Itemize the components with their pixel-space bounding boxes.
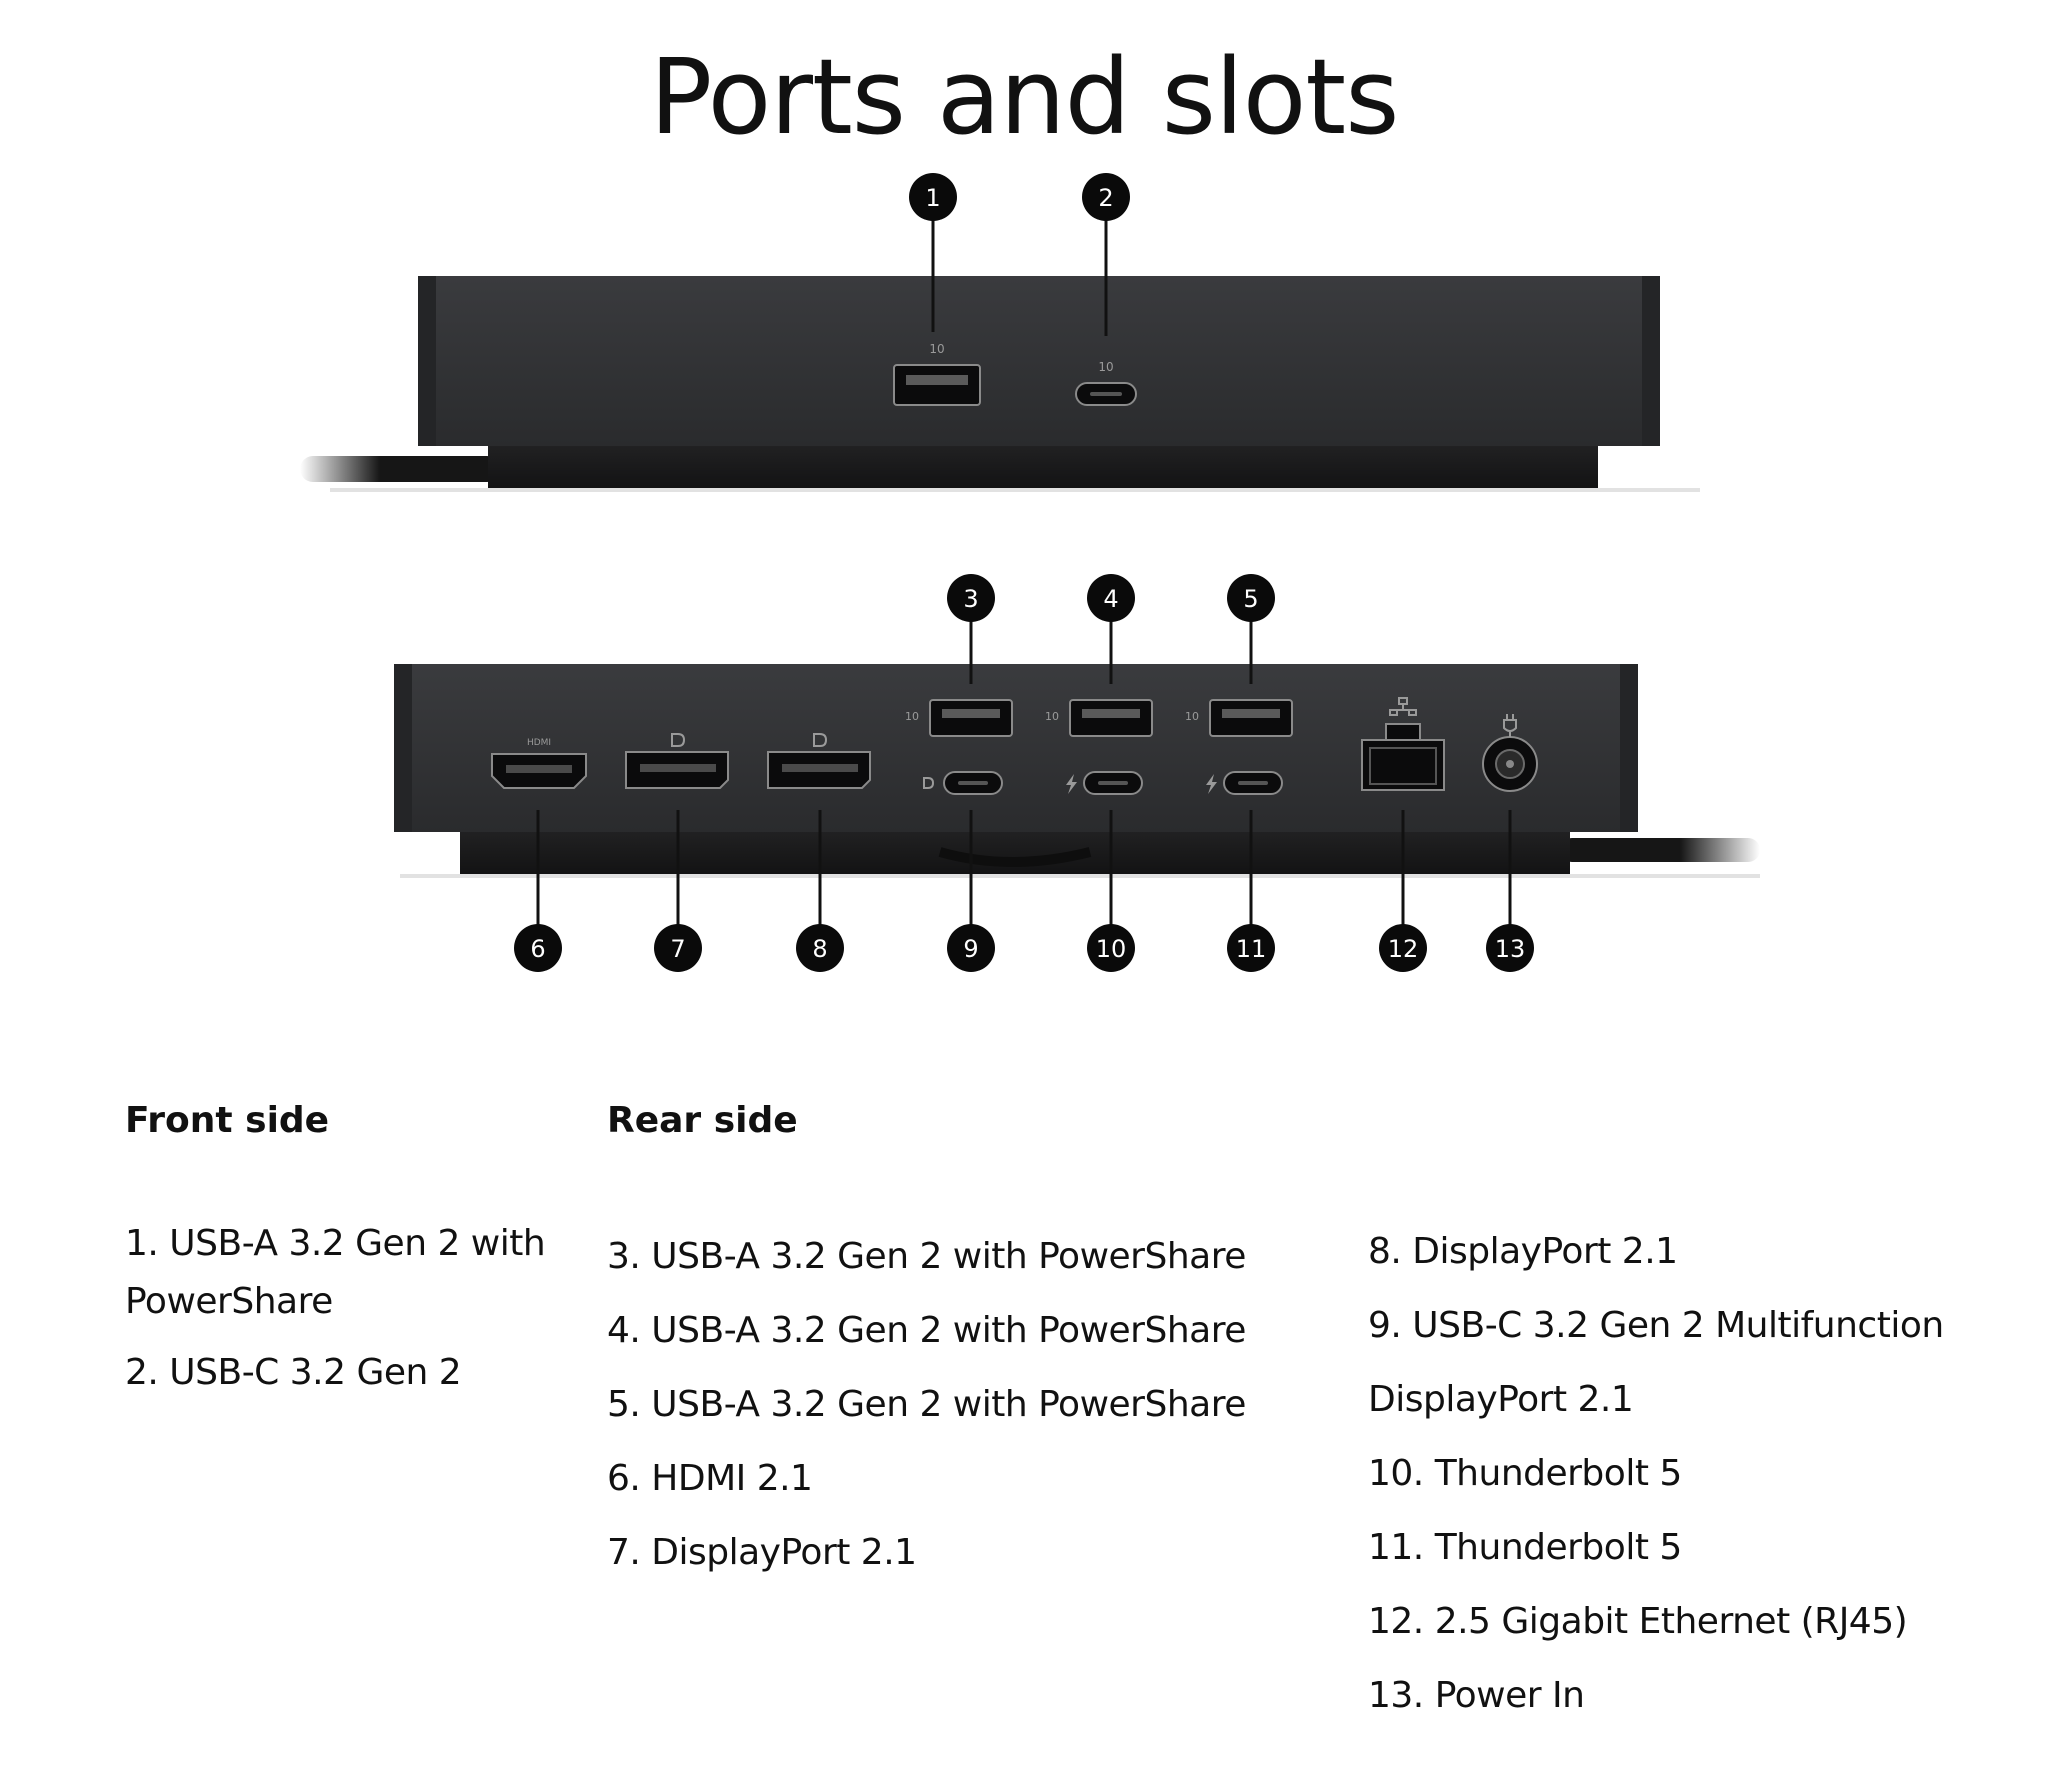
list-item: 10. Thunderbolt 5 [1368, 1453, 1682, 1494]
usb-a-port-5: 10 [1185, 699, 1293, 737]
svg-text:4: 4 [1103, 585, 1118, 613]
usb-c-port-11 [1206, 771, 1283, 795]
hdmi-label-mark: HDMI [527, 738, 551, 748]
svg-text:1: 1 [925, 184, 940, 212]
dock-rear-view: HDMI 10 10 10 [394, 574, 1760, 972]
front-usb-a-speed-mark: 10 [929, 342, 944, 356]
svg-text:10: 10 [1096, 935, 1127, 963]
list-item: 8. DisplayPort 2.1 [1368, 1231, 1678, 1272]
rear-port-list-1: 3. USB-A 3.2 Gen 2 with PowerShare 4. US… [607, 1220, 1307, 1590]
list-item: 4. USB-A 3.2 Gen 2 with PowerShare [607, 1310, 1246, 1351]
usb-speed-mark: 10 [1045, 710, 1059, 723]
list-item: 12. 2.5 Gigabit Ethernet (RJ45) [1368, 1601, 1908, 1642]
svg-text:8: 8 [812, 935, 827, 963]
callout-3: 3 [947, 574, 995, 622]
callout-2: 2 [1082, 173, 1130, 221]
usb-c-port-10 [1066, 771, 1143, 795]
usb-a-port-4: 10 [1045, 699, 1153, 737]
svg-text:6: 6 [530, 935, 545, 963]
list-item: 7. DisplayPort 2.1 [607, 1532, 917, 1573]
list-item: 9. USB-C 3.2 Gen 2 Multifunction Display… [1368, 1305, 1944, 1420]
list-item: 6. HDMI 2.1 [607, 1458, 813, 1499]
list-item: 13. Power In [1368, 1675, 1585, 1716]
front-usb-a-port: 10 [893, 342, 981, 406]
callout-5: 5 [1227, 574, 1275, 622]
dock-front-view: 10 10 1 2 [300, 173, 1700, 492]
front-edge-left [418, 276, 436, 446]
front-shadow [330, 488, 1700, 492]
callout-4: 4 [1087, 574, 1135, 622]
svg-text:13: 13 [1495, 935, 1526, 963]
svg-text:3: 3 [963, 585, 978, 613]
callout-10: 10 [1087, 924, 1135, 972]
power-plug-icon [1503, 714, 1517, 737]
rear-cable-arc [938, 847, 1092, 867]
rear-port-list-2: 8. DisplayPort 2.1 9. USB-C 3.2 Gen 2 Mu… [1368, 1215, 2048, 1733]
front-body [418, 276, 1660, 446]
list-item: 3. USB-A 3.2 Gen 2 with PowerShare [607, 1236, 1246, 1277]
callout-9: 9 [947, 924, 995, 972]
rear-side-heading: Rear side [607, 1100, 798, 1141]
svg-text:7: 7 [670, 935, 685, 963]
list-item: 11. Thunderbolt 5 [1368, 1527, 1682, 1568]
front-usb-c-speed-mark: 10 [1098, 360, 1113, 374]
thunderbolt-icon [1066, 774, 1077, 794]
callout-7: 7 [654, 924, 702, 972]
front-usb-c-port: 10 [1075, 360, 1137, 406]
callout-8: 8 [796, 924, 844, 972]
callout-1: 1 [909, 173, 957, 221]
callout-13: 13 [1486, 924, 1534, 972]
dock-diagram: 10 10 1 2 HDMI [300, 173, 1760, 972]
callout-12: 12 [1379, 924, 1427, 972]
power-in-port [1482, 714, 1538, 792]
hdmi-port: HDMI [491, 738, 587, 789]
rear-shadow [400, 874, 1760, 878]
usb-speed-mark: 10 [1185, 710, 1199, 723]
usb-speed-mark: 10 [905, 710, 919, 723]
front-port-list: 1. USB-A 3.2 Gen 2 with PowerShare 2. US… [125, 1215, 565, 1402]
usb-a-port-3: 10 [905, 699, 1013, 737]
displayport-port-7 [625, 733, 729, 789]
rear-edge-right [1620, 664, 1638, 832]
list-item: 2. USB-C 3.2 Gen 2 [125, 1352, 462, 1393]
callout-6: 6 [514, 924, 562, 972]
svg-text:12: 12 [1388, 935, 1419, 963]
displayport-port-8 [767, 733, 871, 789]
svg-text:11: 11 [1236, 935, 1267, 963]
rear-body [394, 664, 1638, 832]
svg-text:2: 2 [1098, 184, 1113, 212]
displayport-icon [923, 777, 935, 789]
displayport-icon [671, 733, 686, 747]
callout-11: 11 [1227, 924, 1275, 972]
ethernet-port [1361, 697, 1445, 791]
rear-base [460, 826, 1570, 876]
front-base [488, 440, 1598, 490]
rear-cable [1560, 838, 1760, 862]
front-edge-right [1642, 276, 1660, 446]
usb-c-port-9 [923, 771, 1003, 795]
list-item: 5. USB-A 3.2 Gen 2 with PowerShare [607, 1384, 1246, 1425]
svg-text:9: 9 [963, 935, 978, 963]
thunderbolt-icon [1206, 774, 1217, 794]
rear-edge-left [394, 664, 412, 832]
front-side-heading: Front side [125, 1100, 330, 1141]
displayport-icon [813, 733, 828, 747]
page-title: Ports and slots [649, 36, 1400, 158]
network-icon [1389, 697, 1417, 716]
svg-text:5: 5 [1243, 585, 1258, 613]
front-cable [300, 456, 500, 482]
list-item: 1. USB-A 3.2 Gen 2 with PowerShare [125, 1223, 546, 1322]
